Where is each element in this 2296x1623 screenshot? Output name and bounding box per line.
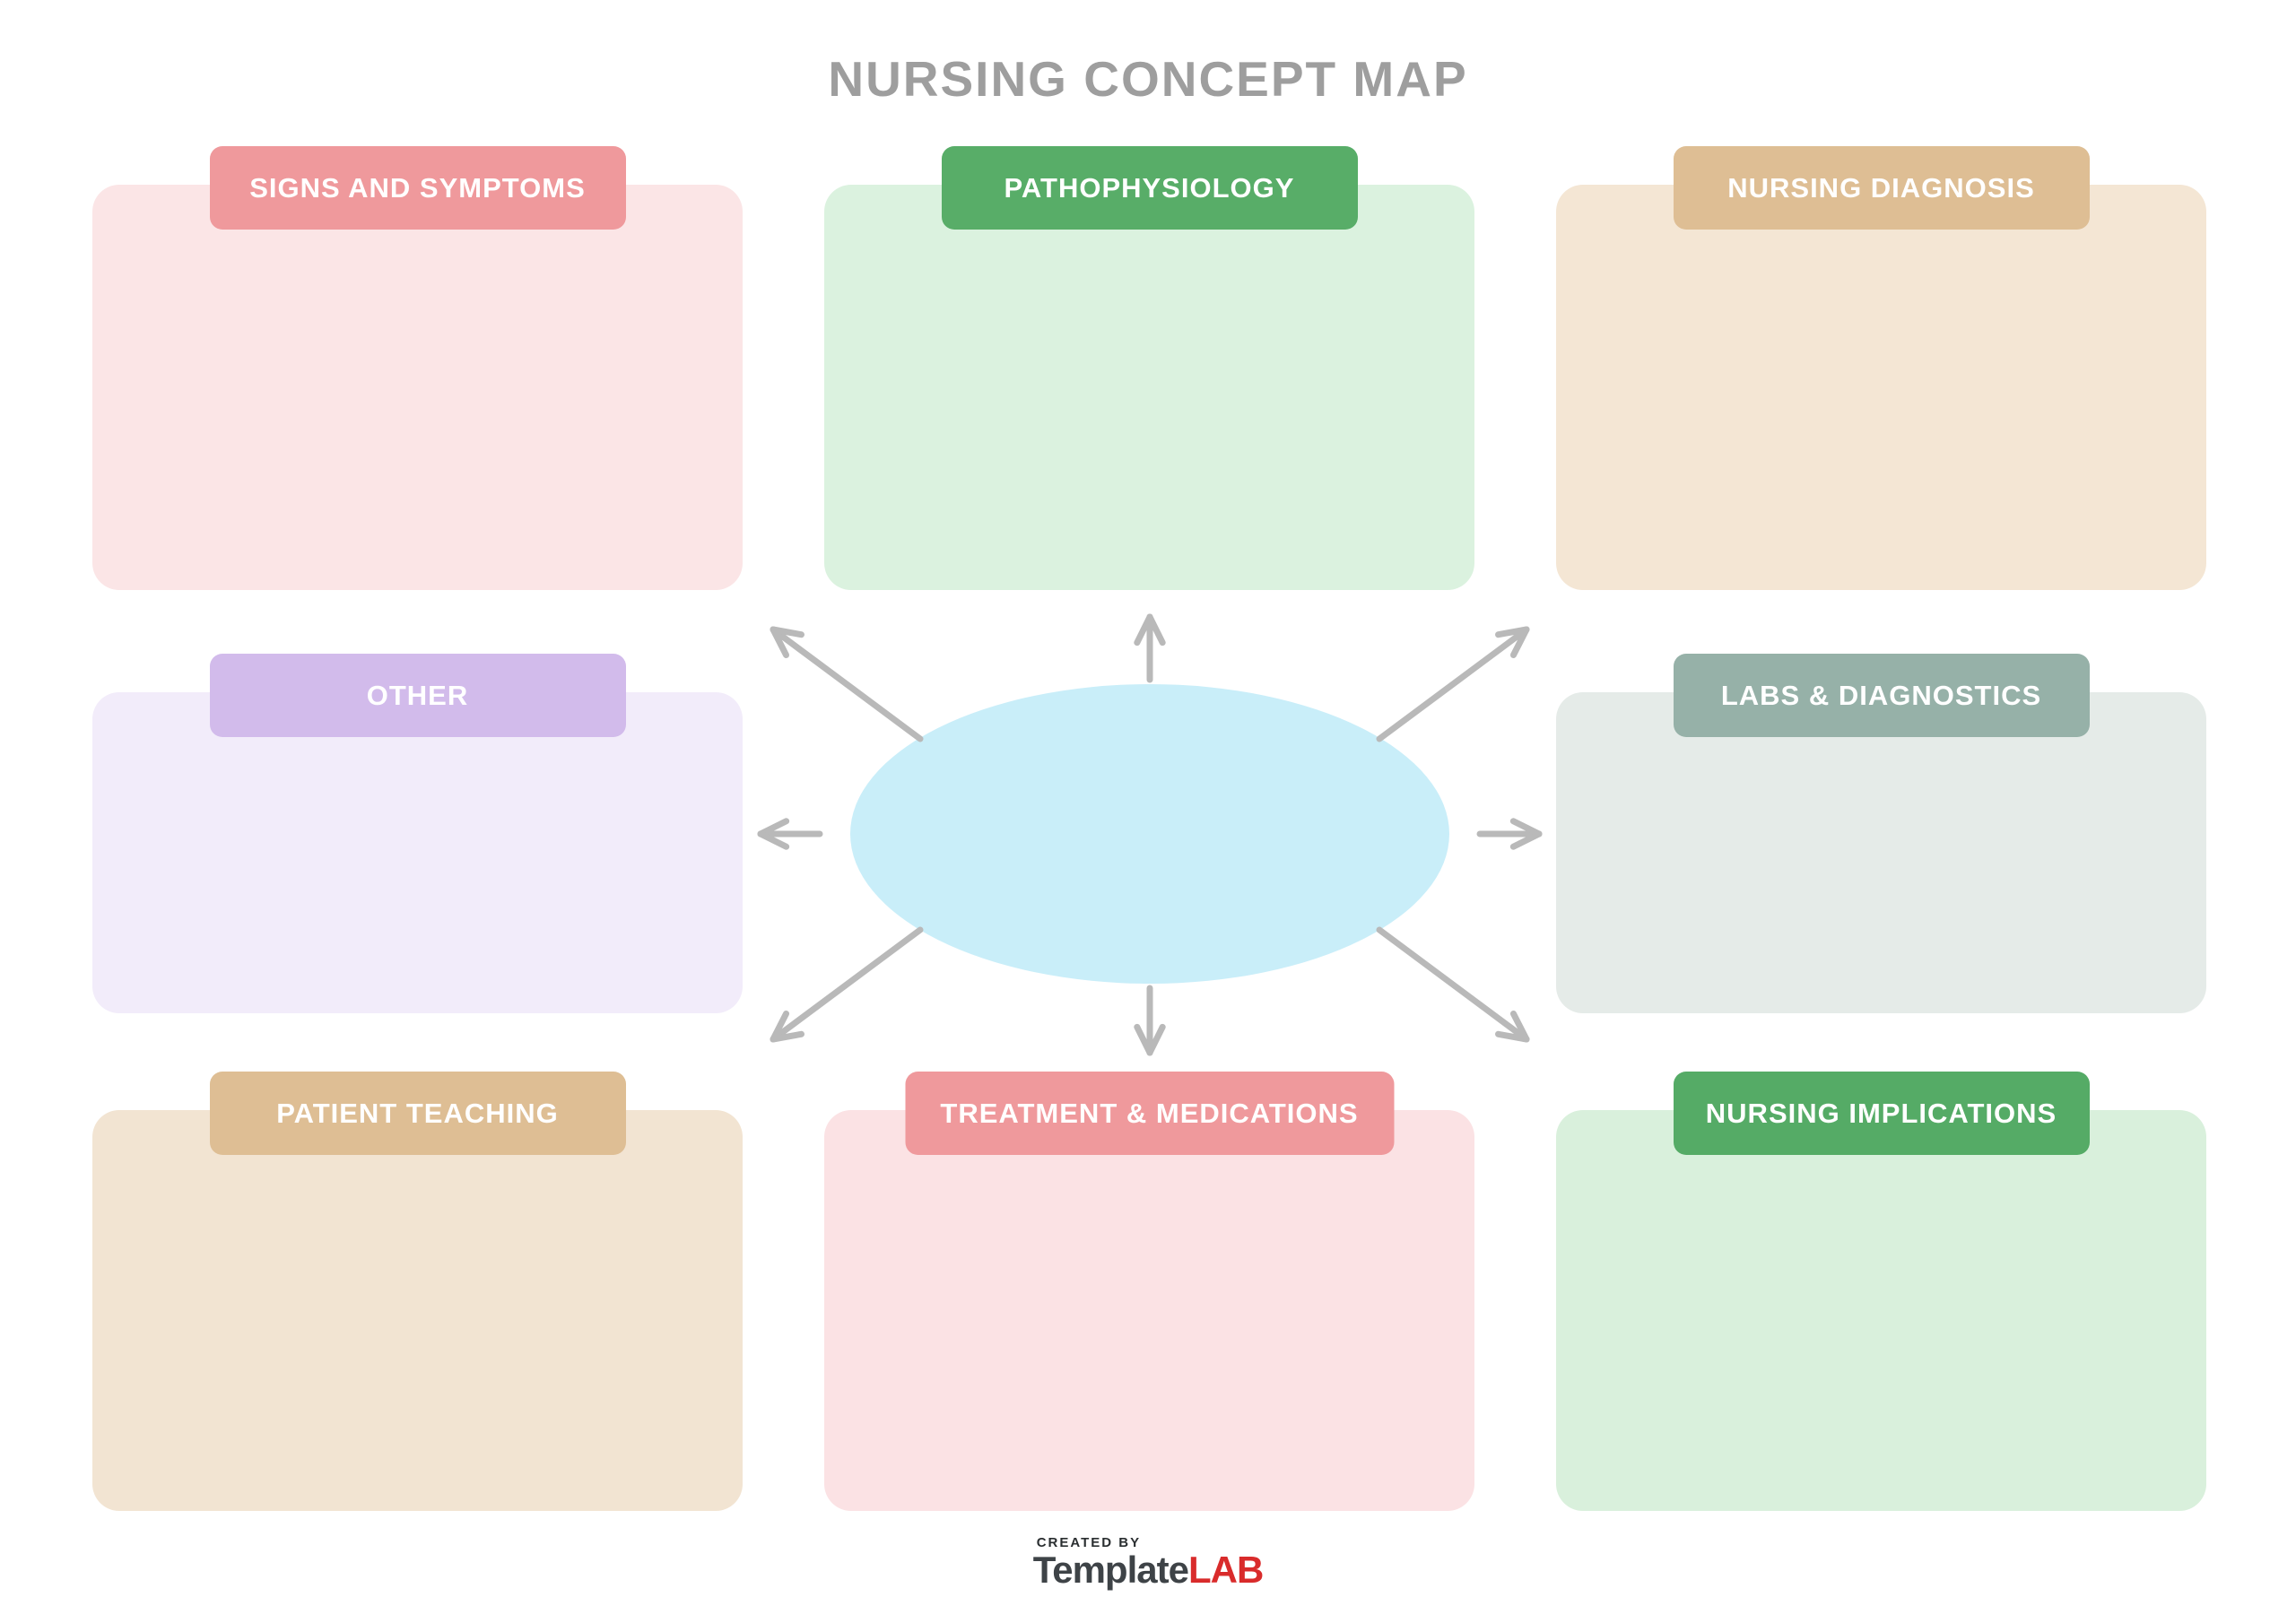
arrow-w: [757, 818, 823, 850]
created-by-label: CREATED BY: [1036, 1535, 1142, 1550]
box-treatment-and-medications: TREATMENT & MEDICATIONS: [824, 1072, 1474, 1511]
box-header-other: OTHER: [209, 654, 626, 737]
arrow-nw: [770, 626, 924, 742]
box-header-labs-and-diagnostics: LABS & DIAGNOSTICS: [1673, 654, 2090, 737]
box-nursing-implications: NURSING IMPLICATIONS: [1556, 1072, 2206, 1511]
radiating-arrows: [757, 613, 1543, 1056]
box-header-pathophysiology: PATHOPHYSIOLOGY: [941, 146, 1358, 230]
box-nursing-diagnosis: NURSING DIAGNOSIS: [1556, 146, 2206, 590]
center-topic-ellipse: [850, 684, 1449, 984]
arrow-n: [1134, 613, 1166, 683]
box-header-signs-and-symptoms: SIGNS AND SYMPTOMS: [209, 146, 626, 230]
box-signs-and-symptoms: SIGNS AND SYMPTOMS: [92, 146, 743, 590]
templatelab-logo: CREATED BY TemplateLAB: [1032, 1535, 1265, 1591]
arrow-e: [1476, 818, 1543, 850]
box-labs-and-diagnostics: LABS & DIAGNOSTICS: [1556, 654, 2206, 1013]
box-header-patient-teaching: PATIENT TEACHING: [209, 1072, 626, 1155]
arrow-s: [1134, 985, 1166, 1056]
arrow-ne: [1376, 626, 1530, 742]
box-pathophysiology: PATHOPHYSIOLOGY: [824, 146, 1474, 590]
page-title: NURSING CONCEPT MAP: [828, 51, 1468, 107]
box-header-treatment-and-medications: TREATMENT & MEDICATIONS: [905, 1072, 1394, 1155]
box-header-nursing-implications: NURSING IMPLICATIONS: [1673, 1072, 2090, 1155]
brand-wordmark: TemplateLAB: [1032, 1549, 1265, 1591]
box-other: OTHER: [92, 654, 743, 1013]
brand-suffix: LAB: [1187, 1549, 1264, 1591]
arrow-se: [1376, 926, 1530, 1043]
brand-name: Template: [1032, 1549, 1189, 1591]
box-patient-teaching: PATIENT TEACHING: [92, 1072, 743, 1511]
box-header-nursing-diagnosis: NURSING DIAGNOSIS: [1673, 146, 2090, 230]
arrow-sw: [770, 926, 924, 1043]
